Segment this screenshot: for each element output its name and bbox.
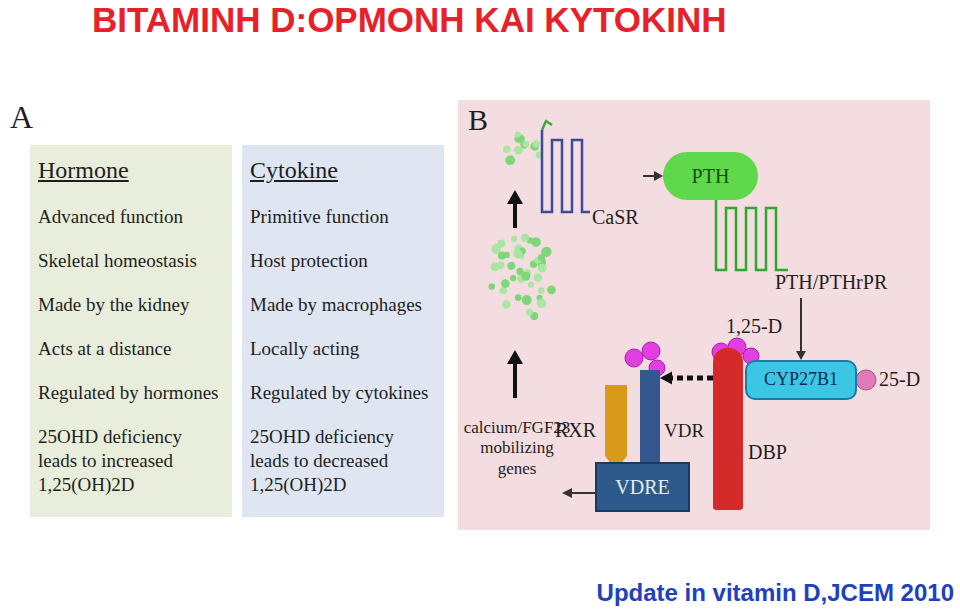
calcium-dot: [491, 244, 501, 254]
calcium-dot: [526, 308, 533, 315]
slide-title: ΒΙΤΑΜΙΝΗ D:ΟΡΜΟΝΗ ΚΑΙ ΚΥΤΟΚΙΝΗ: [92, 0, 727, 40]
connector: [643, 171, 663, 181]
column-heading: Cytokine: [250, 155, 436, 185]
mechanism-panel: BCaSRPTHPTH/PTHrPRCYP27B1DBPRXRVDRVDRE1,…: [458, 100, 930, 530]
dbp-protein: DBP: [713, 348, 743, 510]
calcium-dot: [533, 140, 540, 147]
pth-receptor: PTH/PTHrPR: [708, 198, 903, 298]
calcium-dot: [503, 252, 509, 258]
node-label: B: [468, 102, 488, 138]
calcium-dot: [515, 294, 522, 301]
column-item: Primitive function: [250, 205, 436, 229]
arrow-head: [660, 371, 672, 384]
metabolite-label: 1,25-D: [726, 314, 782, 338]
substrate-ball: [856, 370, 876, 390]
column-heading: Hormone: [38, 155, 224, 185]
calcium-dot: [521, 272, 530, 281]
hormone-panel: HormoneAdvanced functionSkeletal homeost…: [30, 145, 232, 517]
node-label: PTH/PTHrPR: [775, 270, 887, 294]
node-label: CaSR: [592, 205, 639, 229]
calcium-dot: [538, 254, 545, 261]
calcium-dots: [489, 132, 556, 321]
calcium-dot: [534, 273, 543, 282]
panel-letter: A: [10, 98, 33, 136]
calcium-dot: [538, 287, 545, 294]
calcium-dot: [523, 141, 530, 148]
calcium-dot: [510, 275, 516, 281]
dashed-arrow: [670, 376, 713, 381]
node-label: DBP: [748, 440, 787, 464]
calcium-dot: [528, 281, 534, 287]
gene-arrow: [562, 488, 595, 498]
column-item: Regulated by hormones: [38, 381, 224, 405]
column-item: Acts at a distance: [38, 337, 224, 361]
gene-label: calcium/FGF23 mobilizing genes: [462, 418, 572, 479]
vdre-element: VDRE: [595, 462, 690, 512]
casr-receptor: [542, 130, 590, 212]
arrow-head: [796, 351, 806, 360]
calcium-dot: [515, 132, 521, 138]
calcium-dot: [513, 249, 522, 258]
calcium-dot: [501, 279, 510, 288]
node-label: PTH: [692, 164, 730, 188]
calcium-dot: [531, 237, 541, 247]
node-label: CYP27B1: [764, 369, 838, 391]
column-item: Made by the kidney: [38, 293, 224, 317]
column-item: Made by macrophages: [250, 293, 436, 317]
cyp27b1-enzyme: CYP27B1: [745, 360, 857, 400]
calcium-dot: [537, 299, 547, 309]
column-item: Locally acting: [250, 337, 436, 361]
calcium-dot: [490, 262, 499, 271]
calcium-dot: [511, 236, 517, 242]
column-item: 25OHD deficiency leads to decreased 1,25…: [250, 425, 436, 497]
calcium-dot: [489, 283, 496, 290]
vdr-receptor: VDR: [640, 370, 660, 462]
column-item: Regulated by cytokines: [250, 381, 436, 405]
arrow-line: [643, 175, 656, 177]
casr-tick: [542, 121, 552, 130]
calcium-dot: [502, 300, 510, 308]
arrow-line: [800, 298, 802, 353]
calcium-dot: [505, 155, 515, 165]
arrow-head: [654, 171, 663, 181]
casr-receptor: CaSR: [538, 125, 643, 235]
pth-receptor: [716, 200, 788, 270]
column-item: Host protection: [250, 249, 436, 273]
node-label: VDR: [664, 420, 704, 443]
calcium-dot: [522, 295, 532, 305]
calcium-dot: [538, 264, 547, 273]
node-label: VDRE: [615, 475, 669, 499]
metabolite-label: 25-D: [879, 367, 920, 391]
source-caption: Update in vitamin D,JCEM 2010: [597, 578, 954, 608]
rxr-receptor: RXR: [605, 385, 627, 456]
up-arrows: [507, 190, 523, 398]
pth-hormone: PTH: [663, 152, 758, 200]
calcium-dot: [514, 146, 523, 155]
calcium-dot: [507, 262, 515, 270]
cytokine-panel: CytokinePrimitive functionHost protectio…: [242, 145, 444, 517]
column-item: Advanced function: [38, 205, 224, 229]
column-item: 25OHD deficiency leads to increased 1,25…: [38, 425, 224, 497]
connector: [796, 298, 806, 360]
calcium-dot: [521, 234, 529, 242]
calcium-dot: [547, 285, 556, 294]
calcium-dot: [503, 145, 511, 153]
column-item: Skeletal homeostasis: [38, 249, 224, 273]
connector: [660, 371, 713, 384]
